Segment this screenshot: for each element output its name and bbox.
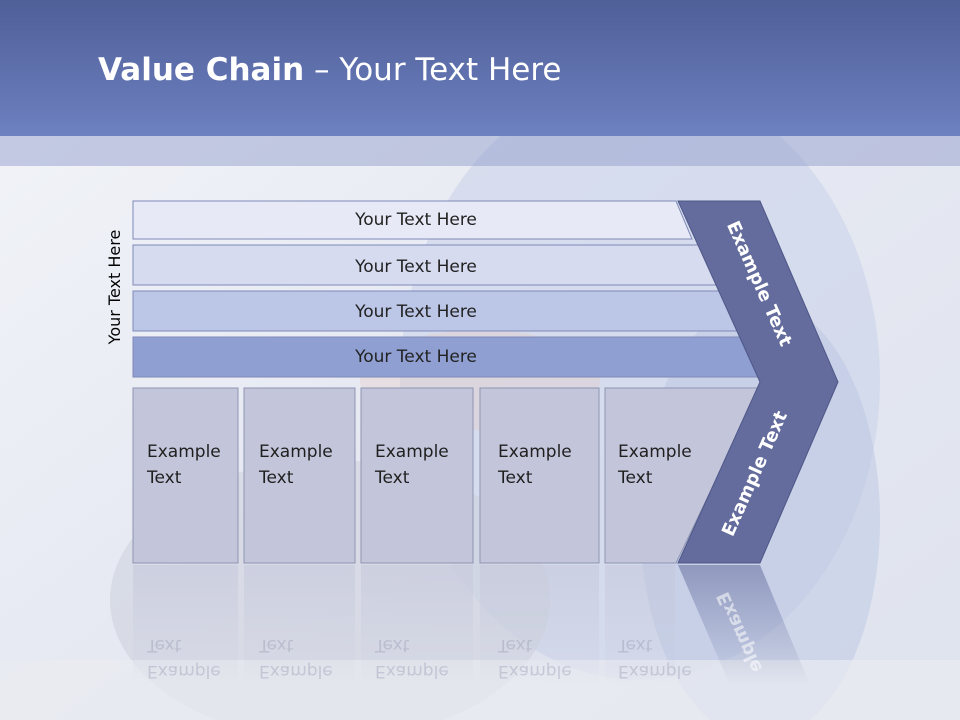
box-1-reflection bbox=[133, 565, 238, 685]
title-bold: Value Chain bbox=[98, 52, 305, 88]
box-5 bbox=[604, 387, 761, 564]
box-4-reflection bbox=[480, 565, 599, 685]
box-5-text: Example Text bbox=[618, 442, 692, 488]
box-4-text: Example Text bbox=[498, 442, 572, 488]
chevron-reflection bbox=[678, 565, 810, 685]
header-bar bbox=[0, 0, 960, 136]
box-1 bbox=[132, 387, 239, 564]
box-3-text: Example Text bbox=[375, 442, 449, 488]
box-2-reflection bbox=[244, 565, 355, 685]
row-4-label: Your Text Here bbox=[354, 347, 477, 367]
row-3-label: Your Text Here bbox=[354, 302, 477, 322]
row-1-label: Your Text Here bbox=[354, 210, 477, 230]
box-4-reflection-text: Example Text bbox=[498, 635, 572, 681]
box-4 bbox=[479, 387, 600, 564]
box-3-reflection-text: Example Text bbox=[375, 635, 449, 681]
box-3 bbox=[360, 387, 474, 564]
box-1-reflection-text: Example Text bbox=[147, 635, 221, 681]
chevron bbox=[677, 200, 839, 564]
box-5-reflection-text: Example Text bbox=[618, 635, 692, 681]
row-1 bbox=[132, 200, 693, 240]
box-2-text: Example Text bbox=[259, 442, 333, 488]
header-strip bbox=[0, 136, 960, 166]
slide-title: Value Chain – Your Text Here bbox=[98, 52, 561, 88]
row-2-label: Your Text Here bbox=[354, 257, 477, 277]
title-rest: – Your Text Here bbox=[304, 52, 562, 88]
box-2-reflection-text: Example Text bbox=[259, 635, 333, 681]
box-1-text: Example Text bbox=[147, 442, 221, 488]
box-5-reflection bbox=[605, 565, 675, 685]
box-3-reflection bbox=[361, 565, 473, 685]
box-2 bbox=[243, 387, 356, 564]
